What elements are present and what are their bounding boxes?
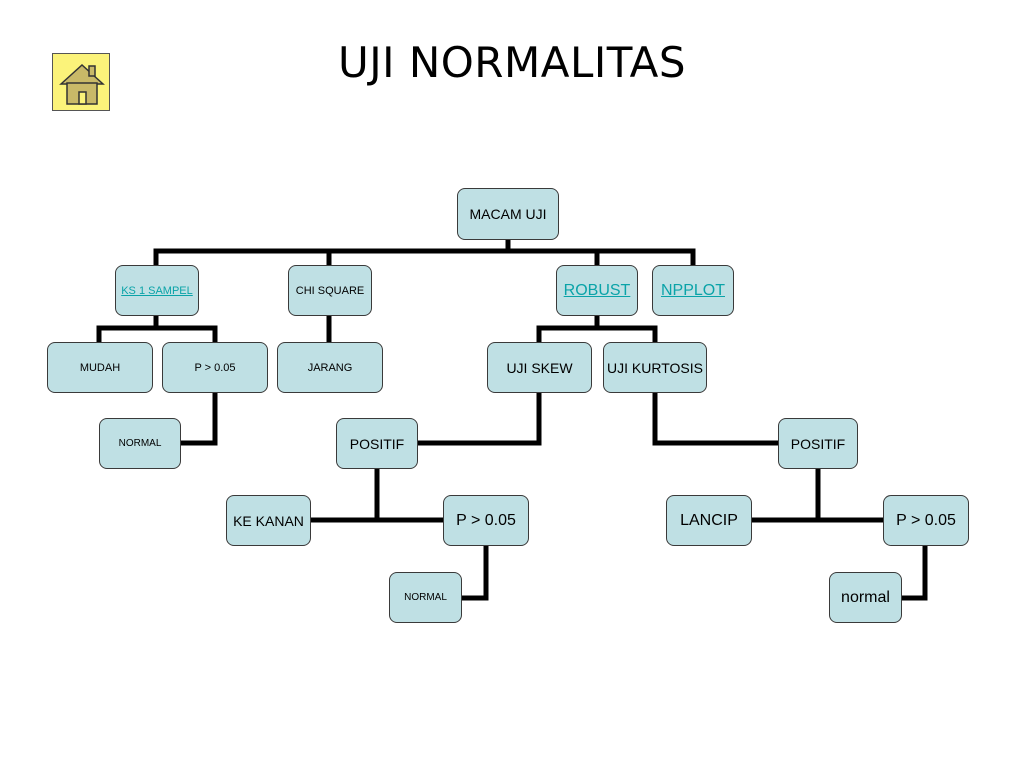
node-normal-ks: NORMAL — [99, 418, 181, 469]
node-ks-1-sampel[interactable]: KS 1 SAMPEL — [115, 265, 199, 316]
node-p-greater-005-ks: P > 0.05 — [162, 342, 268, 393]
node-robust[interactable]: ROBUST — [556, 265, 638, 316]
node-mudah: MUDAH — [47, 342, 153, 393]
node-p-greater-005-skew: P > 0.05 — [443, 495, 529, 546]
node-lancip: LANCIP — [666, 495, 752, 546]
node-p-greater-005-kurtosis: P > 0.05 — [883, 495, 969, 546]
house-icon — [59, 63, 105, 105]
node-chi-square: CHI SQUARE — [288, 265, 372, 316]
node-macam-uji: MACAM UJI — [457, 188, 559, 240]
node-uji-skew: UJI SKEW — [487, 342, 592, 393]
ks-1-sampel-link[interactable]: KS 1 SAMPEL — [121, 284, 193, 297]
node-normal-kurtosis: normal — [829, 572, 902, 623]
node-positif-skew: POSITIF — [336, 418, 418, 469]
node-jarang: JARANG — [277, 342, 383, 393]
node-npplot[interactable]: NPPLOT — [652, 265, 734, 316]
node-uji-kurtosis: UJI KURTOSIS — [603, 342, 707, 393]
node-normal-skew: NORMAL — [389, 572, 462, 623]
node-ke-kanan: KE KANAN — [226, 495, 311, 546]
npplot-link[interactable]: NPPLOT — [660, 281, 725, 299]
page-title: UJI NORMALITAS — [337, 38, 687, 87]
home-button[interactable] — [52, 53, 110, 111]
robust-link[interactable]: ROBUST — [563, 281, 631, 299]
node-positif-kurtosis: POSITIF — [778, 418, 858, 469]
